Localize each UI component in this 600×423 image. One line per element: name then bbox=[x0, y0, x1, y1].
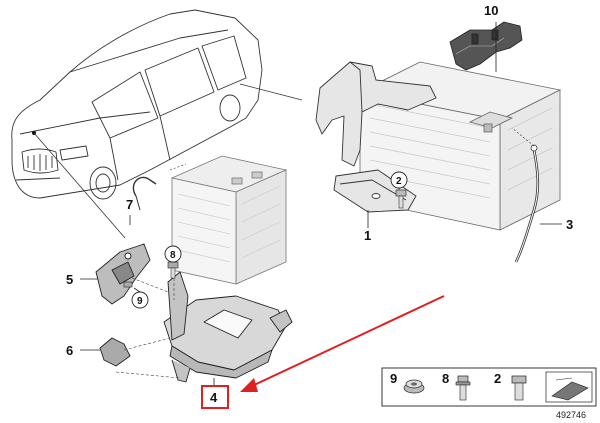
callout-7: 7 bbox=[126, 197, 133, 212]
flange-screw-icon bbox=[455, 375, 471, 401]
callout-8: 8 bbox=[170, 250, 176, 261]
highlight-box bbox=[201, 385, 229, 409]
callout-3: 3 bbox=[566, 217, 573, 232]
legend-label-9: 9 bbox=[390, 371, 397, 386]
nut-part-9-diagram bbox=[123, 281, 133, 288]
nut-icon bbox=[403, 379, 425, 394]
callout-6: 6 bbox=[66, 343, 73, 358]
battery-holder-bracket bbox=[315, 61, 437, 213]
callout-9-bubble: 9 bbox=[131, 291, 149, 309]
callout-4: 4 bbox=[210, 390, 218, 405]
callout-1: 1 bbox=[364, 228, 371, 243]
clip-part-6 bbox=[99, 337, 131, 367]
callout-9: 9 bbox=[137, 296, 143, 307]
terminal-cover bbox=[449, 21, 523, 71]
leader-line bbox=[511, 127, 535, 147]
callout-8-bubble: 8 bbox=[164, 245, 182, 263]
cable-clip-tail bbox=[135, 195, 141, 211]
leader-line bbox=[239, 83, 303, 101]
callout-10: 10 bbox=[484, 3, 498, 18]
small-battery bbox=[170, 155, 288, 285]
legend-label-8: 8 bbox=[442, 371, 449, 386]
vehicle-outline bbox=[11, 9, 263, 200]
dashed-guides bbox=[115, 277, 181, 379]
battery-cable-core bbox=[515, 149, 539, 263]
bolt-part-2 bbox=[395, 189, 407, 209]
leader-line bbox=[169, 163, 187, 171]
tray-icon bbox=[545, 371, 593, 403]
leader-line bbox=[33, 132, 126, 239]
callout-leaders bbox=[80, 22, 562, 386]
legend-label-2: 2 bbox=[494, 371, 501, 386]
highlight-arrow bbox=[240, 295, 445, 392]
bracket-part-5 bbox=[95, 243, 151, 305]
fastener-legend: 9 8 2 bbox=[381, 367, 597, 407]
cable-terminal bbox=[530, 144, 538, 152]
battery-tray bbox=[163, 271, 293, 383]
callout-5: 5 bbox=[66, 272, 73, 287]
cable-clip bbox=[132, 176, 157, 197]
document-number: 492746 bbox=[556, 410, 586, 420]
callout-2: 2 bbox=[396, 176, 402, 187]
callout-2-bubble: 2 bbox=[390, 171, 408, 189]
hex-bolt-icon bbox=[511, 375, 527, 401]
